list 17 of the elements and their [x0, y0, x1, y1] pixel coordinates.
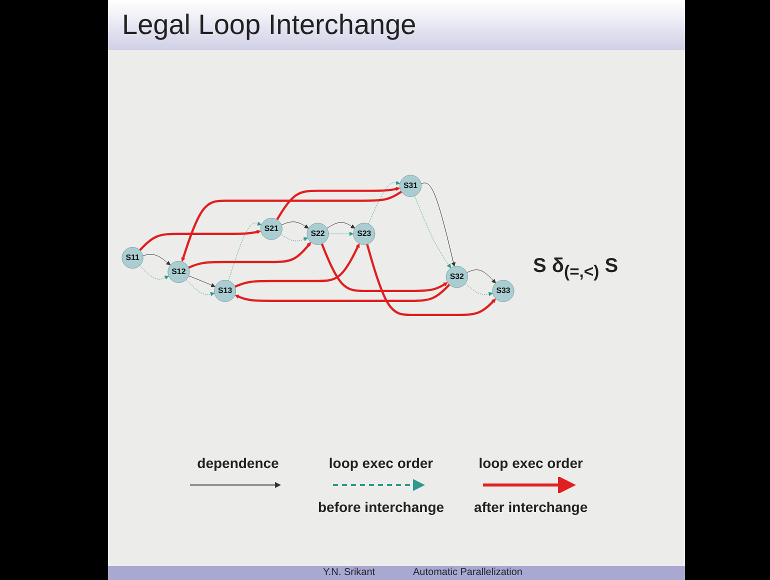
lecture-name: Automatic Parallelization — [413, 567, 522, 578]
arrow — [234, 284, 450, 302]
legend-label: after interchange — [474, 499, 588, 515]
legend-label: loop exec order — [328, 455, 434, 471]
slide-title: Legal Loop Interchange — [108, 0, 685, 50]
arrow — [188, 242, 312, 269]
arrow — [234, 243, 360, 288]
arrow — [139, 230, 262, 251]
arrow — [276, 186, 400, 220]
arrow — [320, 243, 448, 292]
arrow — [368, 180, 400, 224]
legend-label: loop exec order — [478, 455, 583, 471]
legend-label: dependence — [197, 455, 279, 471]
legend-label: before interchange — [318, 499, 444, 515]
dependence-relation-label: S δ$_{(=,<)}$ S — [533, 255, 618, 282]
author-name: Y.N. Srikant — [323, 567, 376, 578]
arrow — [181, 190, 402, 262]
